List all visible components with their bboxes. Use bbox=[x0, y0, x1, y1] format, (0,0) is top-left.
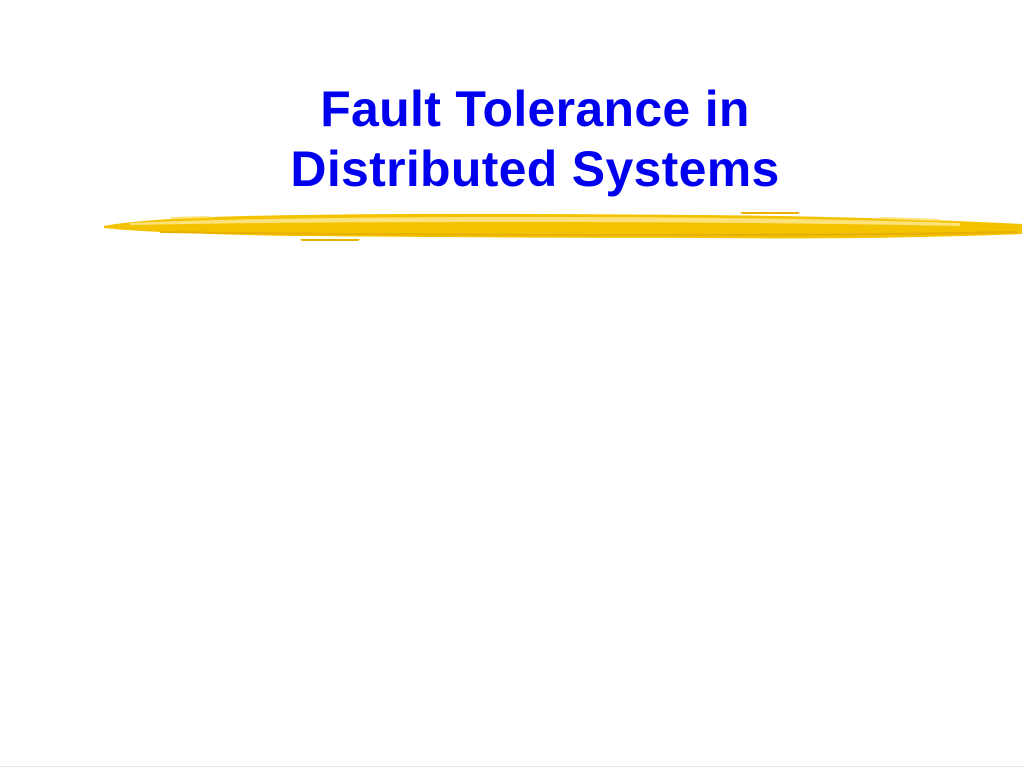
brush-stroke-fleck-3 bbox=[880, 217, 940, 221]
brush-stroke-underline bbox=[104, 212, 1022, 241]
bottom-edge-line bbox=[0, 766, 1024, 767]
slide-title: Fault Tolerance in Distributed Systems bbox=[0, 79, 1024, 199]
brush-stroke-highlight bbox=[130, 217, 960, 226]
brush-stroke-fleck-4 bbox=[300, 239, 360, 241]
brush-stroke-shadow bbox=[160, 231, 1018, 236]
title-line-1: Fault Tolerance in bbox=[320, 81, 750, 137]
brush-stroke-fleck-2 bbox=[740, 212, 800, 214]
brush-stroke-fleck-1 bbox=[170, 216, 210, 219]
title-line-2: Distributed Systems bbox=[290, 141, 780, 197]
